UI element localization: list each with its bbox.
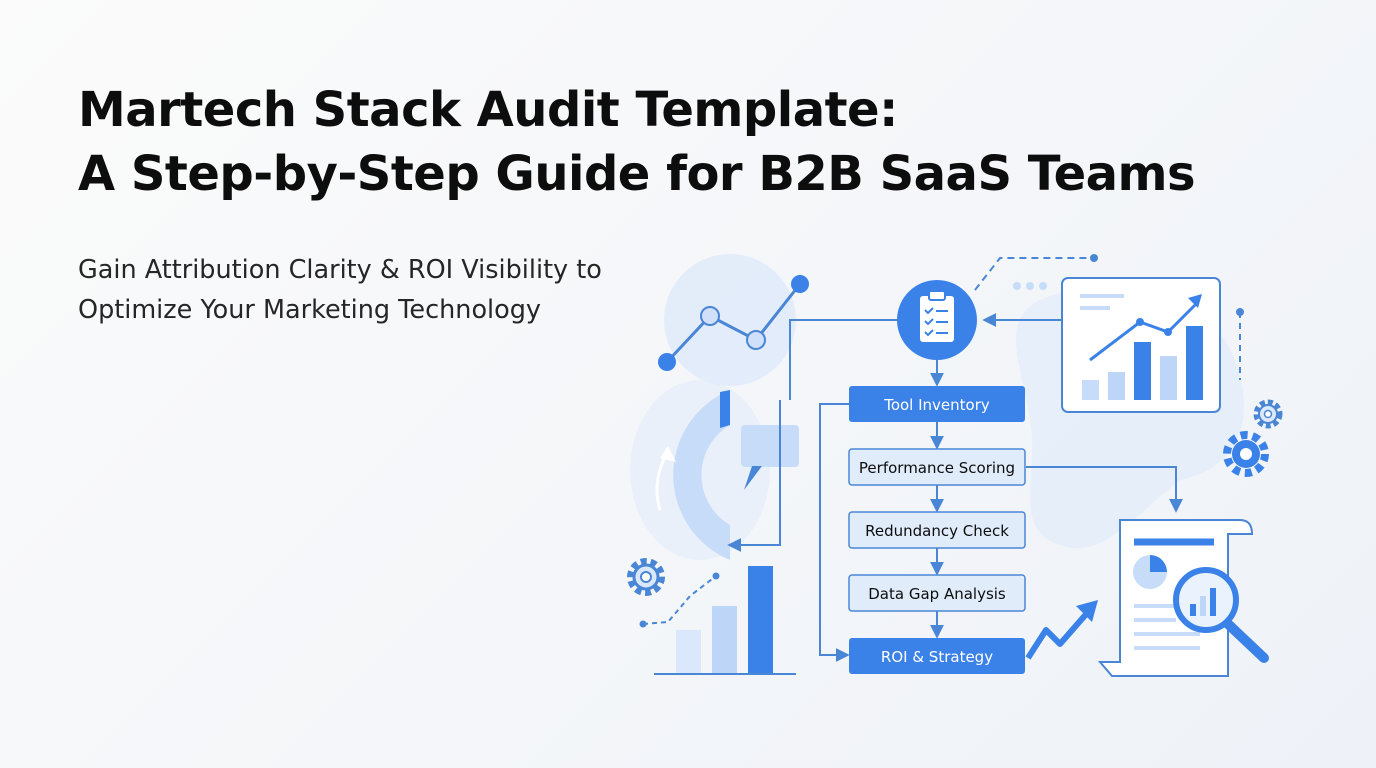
trend-up-arrow-icon xyxy=(1025,600,1098,660)
subtitle-line-2: Optimize Your Marketing Technology xyxy=(78,295,542,325)
step-label-roi-strategy: ROI & Strategy xyxy=(881,648,993,666)
page-subtitle: Gain Attribution Clarity & ROI Visibilit… xyxy=(78,250,602,330)
step-label-data-gap-analysis: Data Gap Analysis xyxy=(868,585,1006,603)
flow-connectors xyxy=(727,254,1244,662)
gear-icon xyxy=(1253,399,1283,429)
line-chart-icon xyxy=(658,275,809,371)
page-title: Martech Stack Audit Template: A Step-by-… xyxy=(78,78,1196,206)
report-magnifier-icon xyxy=(1097,519,1269,677)
step-redundancy-check: Redundancy Check xyxy=(848,511,1026,549)
step-label-redundancy-check: Redundancy Check xyxy=(865,522,1009,540)
step-performance-scoring: Performance Scoring xyxy=(848,448,1026,486)
title-line-1: Martech Stack Audit Template: xyxy=(78,82,898,138)
gauge-chat-icon xyxy=(655,390,799,560)
step-label-performance-scoring: Performance Scoring xyxy=(859,459,1015,477)
step-label-tool-inventory: Tool Inventory xyxy=(883,396,990,414)
gear-icon xyxy=(627,558,665,596)
gear-icon xyxy=(1223,431,1269,477)
subtitle-line-1: Gain Attribution Clarity & ROI Visibilit… xyxy=(78,255,602,285)
step-data-gap-analysis: Data Gap Analysis xyxy=(848,574,1026,612)
bar-chart-icon xyxy=(639,566,796,675)
step-tool-inventory: Tool Inventory xyxy=(849,386,1025,422)
clipboard-checklist-icon xyxy=(897,280,977,360)
title-line-2: A Step-by-Step Guide for B2B SaaS Teams xyxy=(78,146,1196,202)
step-roi-strategy: ROI & Strategy xyxy=(849,638,1025,674)
growth-bar-chart-icon xyxy=(1061,277,1221,413)
